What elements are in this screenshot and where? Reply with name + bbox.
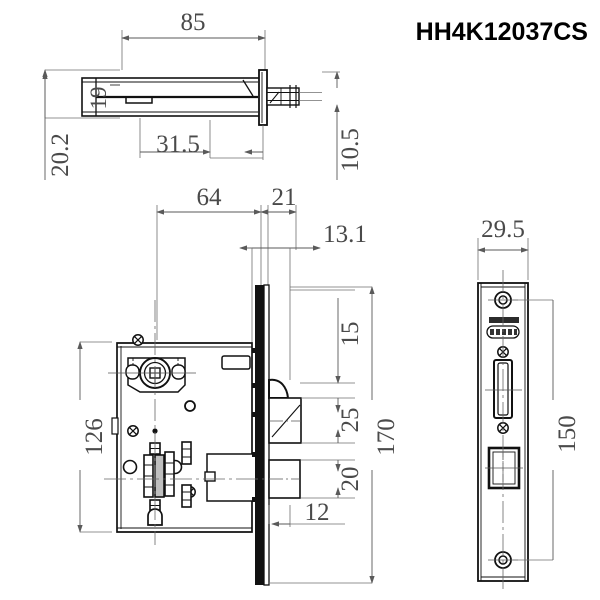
dim-text-10-5: 10.5 [337,128,364,172]
dim-text-170: 170 [373,418,400,456]
dim-text-126: 126 [81,418,108,456]
top-view-body [81,77,266,117]
dim-12 [268,505,345,527]
dim-text-150: 150 [554,415,581,453]
faceplate-view-group [477,238,554,592]
dim-29-5 [477,238,529,280]
dim-150 [513,299,554,561]
page-title: HH4K12037CS [415,18,588,46]
dim-85 [121,30,266,72]
screw-icon [132,334,144,346]
latch-bolt [268,378,302,444]
top-view-faceplate [258,69,268,126]
deadbolt-head [268,459,301,499]
dimension-labels: 85 19 20.2 31.5 10.5 64 21 13.1 15 25 20… [47,9,581,526]
dim-15 [290,289,355,384]
dim-text-29-5: 29.5 [481,216,525,243]
screw-icon [127,425,139,437]
top-view-spindle [266,85,322,108]
dim-64-21 [156,205,297,340]
dim-text-12: 12 [305,499,330,526]
dim-20 [301,459,355,499]
dim-126 [77,341,112,533]
dim-text-20: 20 [337,467,364,492]
faceplate-edge [252,284,270,586]
dim-170 [268,286,375,584]
deadbolt-opening [485,446,523,490]
dim-text-19: 19 [86,87,111,110]
dim-text-31-5: 31.5 [156,131,200,158]
dim-text-21: 21 [272,184,297,211]
dim-20-2 [42,69,120,180]
dim-10-5 [322,71,340,180]
dim-text-64: 64 [197,184,223,211]
dim-31-5 [139,118,264,160]
dim-25 [301,397,355,444]
deadbolt-tail [204,453,258,502]
dim-text-85: 85 [181,9,206,36]
dim-text-15: 15 [337,322,364,347]
dim-text-25: 25 [337,408,364,433]
dim-text-20-2: 20.2 [47,133,74,177]
front-view-group [77,205,375,586]
top-view-group [42,30,340,180]
dim-text-13-1: 13.1 [323,221,367,248]
